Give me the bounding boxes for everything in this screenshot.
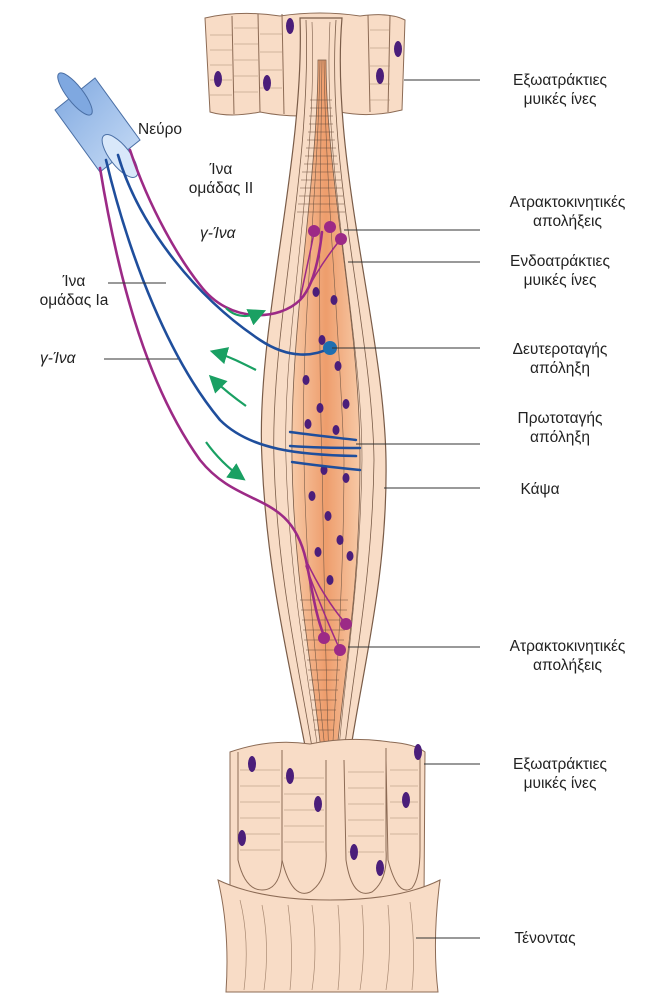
- label-primary-ending-line2: απόληξη: [480, 428, 640, 447]
- label-tendon: Τένοντας: [480, 929, 610, 948]
- label-nerve: Νεύρο: [138, 120, 182, 139]
- label-secondary-ending-line2: απόληξη: [480, 359, 640, 378]
- label-fusimotor-top: Ατρακτοκινητικές απολήξεις: [480, 193, 655, 231]
- label-extrafusal-bottom-line2: μυικές ίνες: [480, 774, 640, 793]
- label-group-ia-fiber: Ίνα ομάδας Ia: [28, 272, 120, 310]
- label-intrafusal-line2: μυικές ίνες: [480, 271, 640, 290]
- label-fusimotor-top-line2: απολήξεις: [480, 212, 655, 231]
- label-fusimotor-bottom-line2: απολήξεις: [480, 656, 655, 675]
- label-capsule: Κάψα: [480, 480, 600, 499]
- label-primary-ending-line1: Πρωτοταγής: [480, 409, 640, 428]
- green-arrow-icon: [206, 308, 262, 478]
- label-extrafusal-top: Εξωατράκτιες μυικές ίνες: [480, 71, 640, 109]
- label-gamma-fiber-bottom: γ-Ίνα: [40, 349, 76, 368]
- label-group-ia-fiber-line1: Ίνα: [28, 272, 120, 291]
- label-extrafusal-top-line1: Εξωατράκτιες: [480, 71, 640, 90]
- label-fusimotor-bottom: Ατρακτοκινητικές απολήξεις: [480, 637, 655, 675]
- label-extrafusal-top-line2: μυικές ίνες: [480, 90, 640, 109]
- label-group-ii-fiber-line2: ομάδας ΙΙ: [176, 179, 266, 198]
- label-group-ii-fiber-line1: Ίνα: [176, 160, 266, 179]
- label-secondary-ending: Δευτεροταγής απόληξη: [480, 340, 640, 378]
- label-extrafusal-bottom-line1: Εξωατράκτιες: [480, 755, 640, 774]
- nerve-cylinder-icon: [53, 69, 144, 183]
- label-primary-ending: Πρωτοταγής απόληξη: [480, 409, 640, 447]
- label-extrafusal-bottom: Εξωατράκτιες μυικές ίνες: [480, 755, 640, 793]
- label-gamma-fiber-top: γ-Ίνα: [200, 224, 236, 243]
- label-fusimotor-bottom-line1: Ατρακτοκινητικές: [480, 637, 655, 656]
- label-secondary-ending-line1: Δευτεροταγής: [480, 340, 640, 359]
- label-group-ii-fiber: Ίνα ομάδας ΙΙ: [176, 160, 266, 198]
- label-intrafusal: Ενδοατράκτιες μυικές ίνες: [480, 252, 640, 290]
- extrafusal-fibers-bottom: [230, 739, 425, 911]
- label-intrafusal-line1: Ενδοατράκτιες: [480, 252, 640, 271]
- label-fusimotor-top-line1: Ατρακτοκινητικές: [480, 193, 655, 212]
- label-group-ia-fiber-line2: ομάδας Ia: [28, 291, 120, 310]
